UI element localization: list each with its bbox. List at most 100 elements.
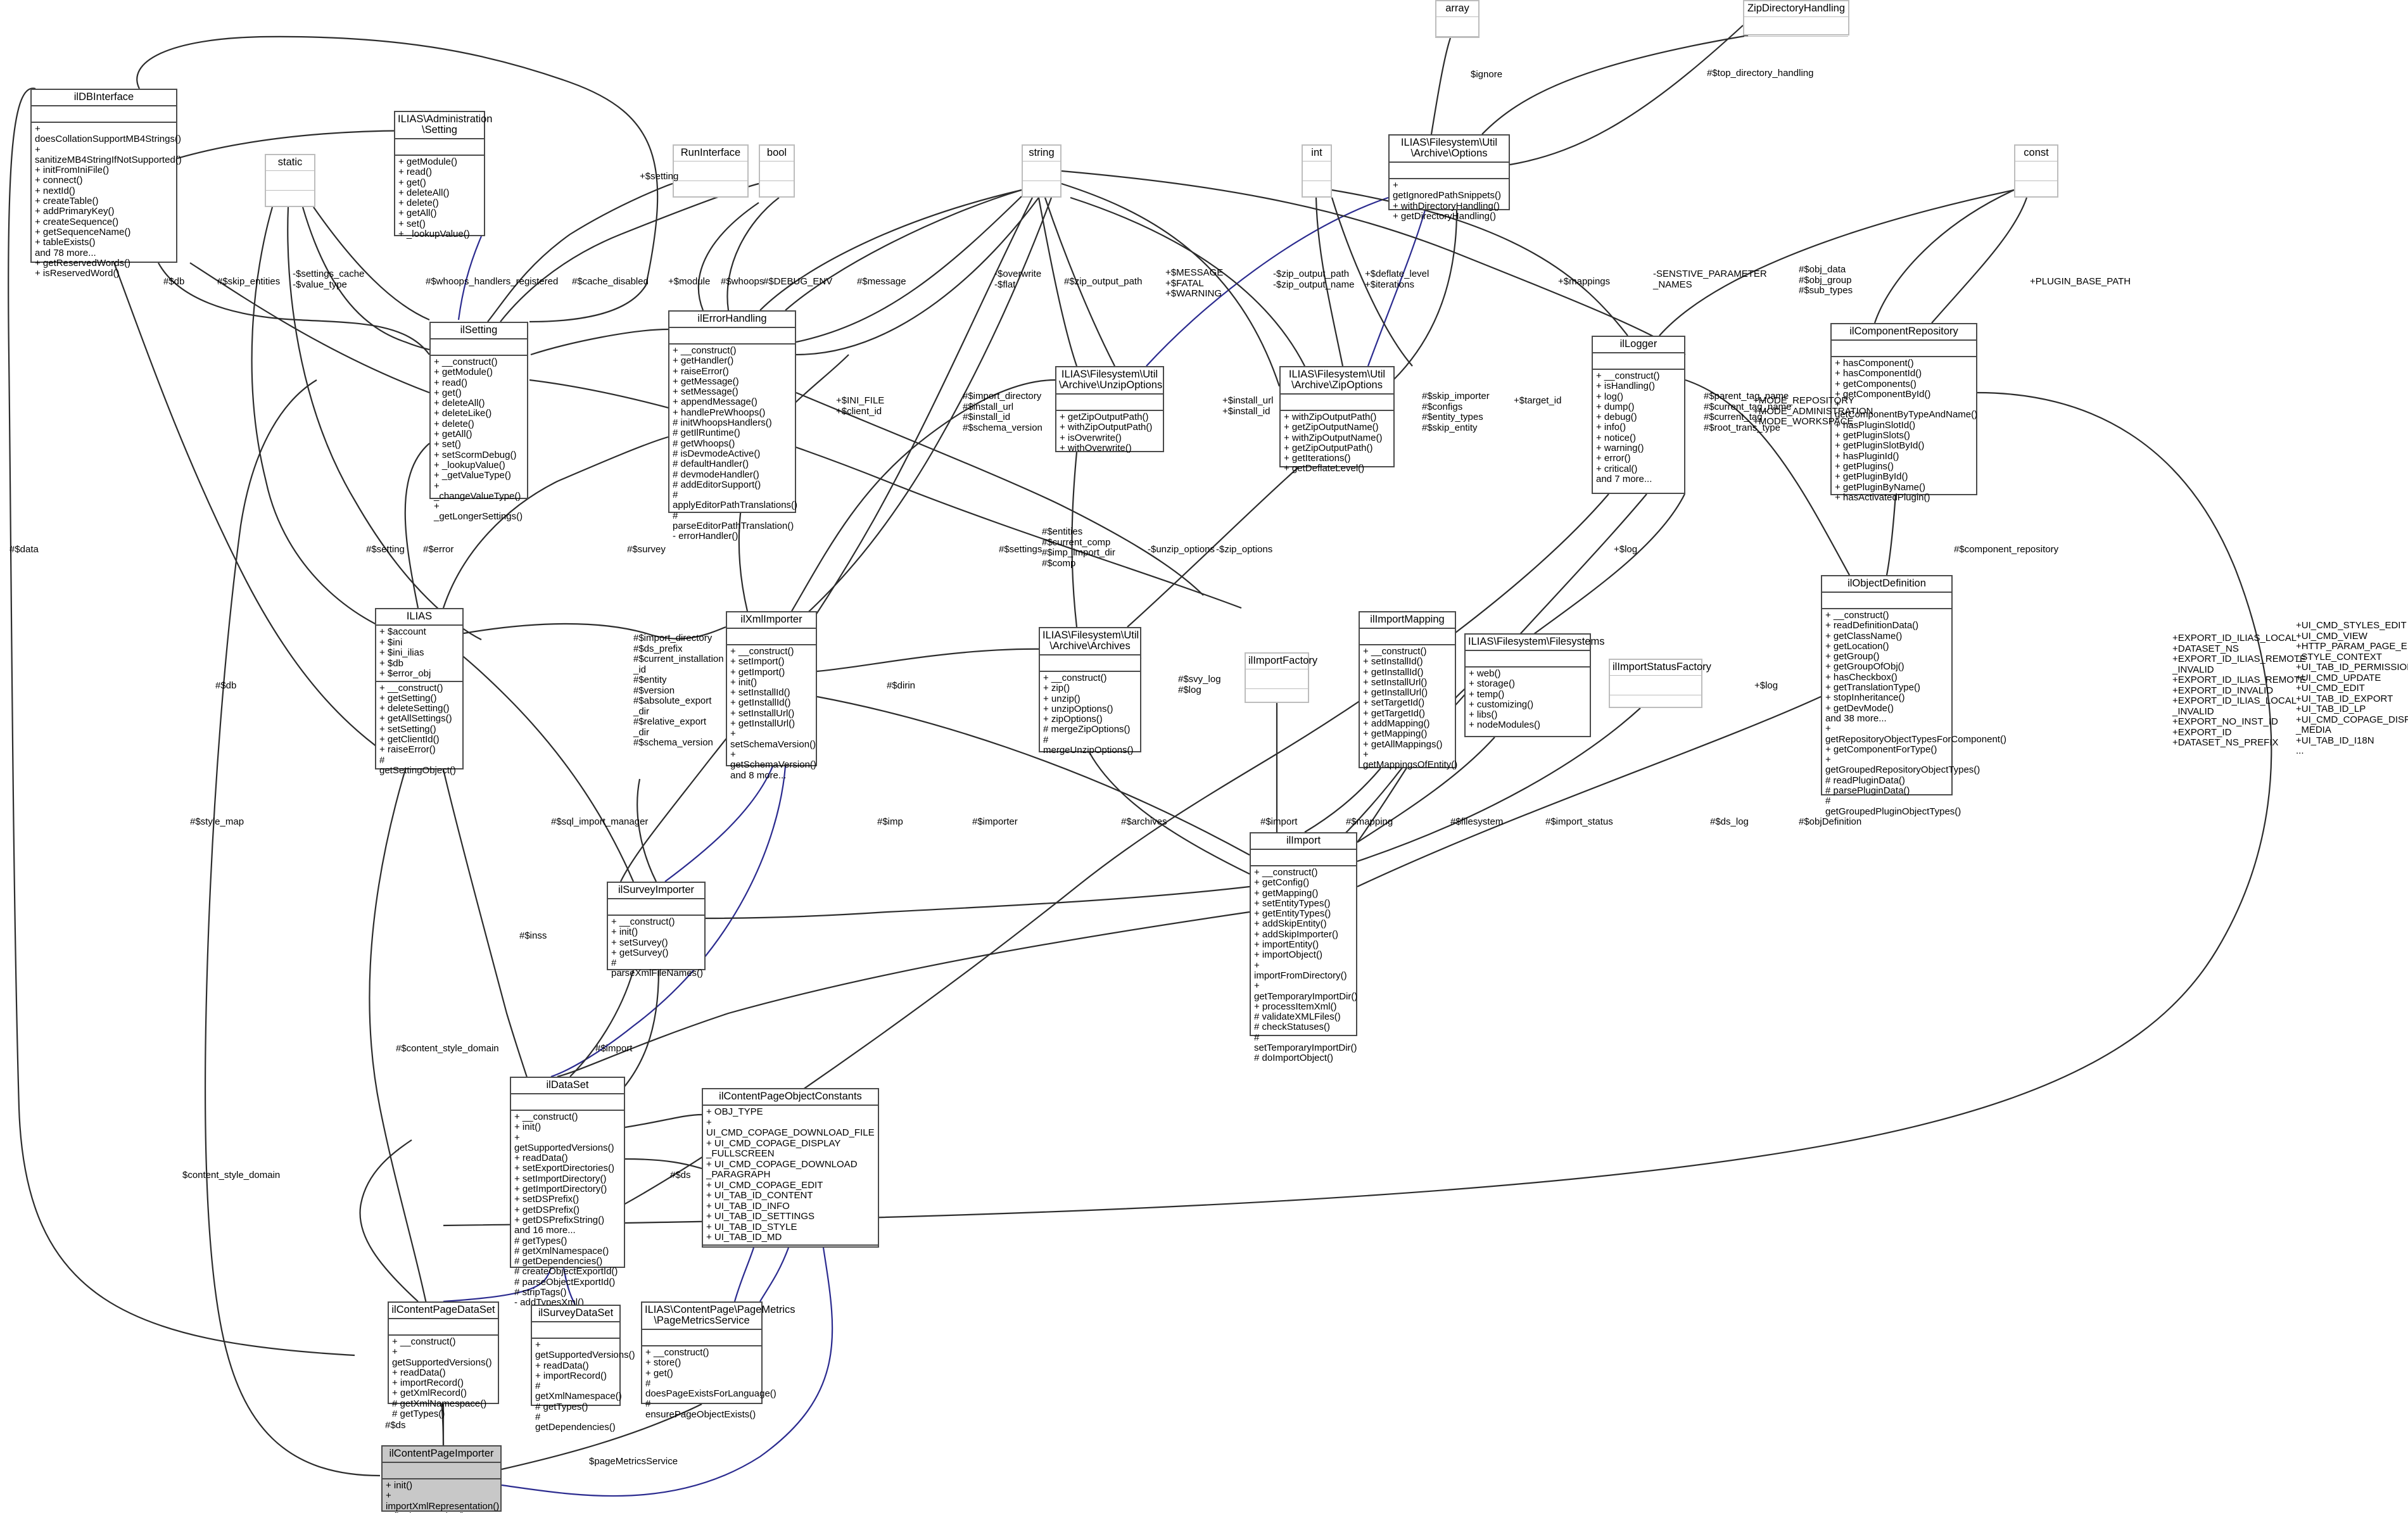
class-node-ILIASAdministrationSetting[interactable]: ILIAS\Administration \Setting + getModule… — [394, 111, 492, 239]
class-node-ilContentPageDataSet[interactable]: ilContentPageDataSet+ __construct()+ get… — [388, 1301, 499, 1419]
class-node-title: ilSetting — [431, 323, 527, 339]
class-operation: + nodeModules() — [1469, 719, 1540, 731]
class-node-ilSurveyDataSet[interactable]: ilSurveyDataSet+ getSupportedVersions()+… — [531, 1305, 635, 1433]
class-attribute: + UI_TAB_ID_SETTINGS — [706, 1211, 815, 1222]
class-operation: + setExportDirectories() — [514, 1163, 614, 1174]
class-operation: + init() — [514, 1122, 542, 1133]
class-operation: # getGroupedPluginObjectTypes() — [1825, 795, 1961, 817]
class-operation: + getZipOutputPath() — [1284, 442, 1373, 453]
class-operation: # parseEditorPathTranslation() — [673, 510, 794, 532]
class-operation: # parseObjectExportId() — [514, 1276, 616, 1288]
class-node-operations: + getModule()+ read()+ get()+ deleteAll(… — [395, 156, 484, 241]
class-operation: + addPrimaryKey() — [35, 206, 115, 217]
class-node-ZipDirectoryHandling[interactable]: ZipDirectoryHandling — [1743, 0, 1849, 37]
class-node-ilContentPageObjectConstants[interactable]: ilContentPageObjectConstants+ OBJ_TYPE+ … — [702, 1088, 879, 1248]
class-operation: + isHandling() — [1596, 381, 1655, 392]
class-operation: # createObjectExportId() — [514, 1266, 618, 1277]
class-node-operations — [674, 181, 747, 193]
class-operation: + hasActivatedPlugin() — [1835, 491, 1930, 503]
edge — [1430, 37, 1452, 135]
class-node-PageMetricsService[interactable]: ILIAS\ContentPage\PageMetrics \PageMetri… — [641, 1301, 795, 1419]
class-operation: # getDependencies() — [535, 1412, 616, 1433]
class-operation: # getXmlNamespace() — [535, 1381, 622, 1402]
class-node-ILIAS[interactable]: ILIAS+ $account+ $ini+ $ini_ilias+ $db+ … — [375, 608, 464, 775]
class-node-ilErrorHandling[interactable]: ilErrorHandling+ __construct()+ getHandl… — [668, 310, 797, 541]
edge — [1931, 197, 2028, 324]
class-node-const[interactable]: const — [2014, 144, 2058, 198]
edge-label: -$zip_options — [1216, 544, 1273, 555]
class-node-ArchiveOptions[interactable]: ILIAS\Filesystem\Util \Archive\Options+ … — [1388, 134, 1510, 222]
class-operation: + get() — [434, 387, 462, 398]
class-node-Filesystems[interactable]: ILIAS\Filesystem\Filesystems+ web()+ sto… — [1464, 633, 1604, 737]
class-operation: + init() — [730, 676, 757, 688]
class-node-title: ILIAS\Filesystem\Filesystems — [1466, 635, 1604, 651]
class-operation: + _lookupValue() — [398, 229, 470, 240]
class-node-ilDBInterface[interactable]: ilDBInterface+ doesCollationSupportMB4St… — [30, 89, 182, 279]
class-node-static[interactable]: static — [265, 154, 315, 207]
class-operation: + getAll() — [398, 208, 437, 219]
class-operation: # checkStatuses() — [1254, 1022, 1331, 1033]
class-node-title: ILIAS\Administration \Setting — [395, 112, 492, 139]
class-node-ilImportFactory[interactable]: ilImportFactory — [1245, 652, 1317, 703]
class-operation: + libs() — [1469, 709, 1498, 721]
class-node-ilComponentRepository[interactable]: ilComponentRepository+ hasComponent()+ h… — [1830, 323, 1977, 503]
class-attribute: + $db — [379, 657, 403, 669]
class-operation: + appendMessage() — [673, 396, 757, 408]
class-node-ilDataSet[interactable]: ilDataSet+ __construct()+ init()+ getSup… — [510, 1077, 625, 1308]
edge — [759, 189, 1022, 311]
class-node-ilSetting[interactable]: ilSetting+ __construct()+ getModule()+ r… — [429, 322, 528, 522]
class-operation: + getAllMappings() — [1363, 738, 1443, 750]
class-node-operations — [1246, 689, 1308, 701]
class-operation: # mergeUnzipOptions() — [1043, 734, 1134, 756]
class-operation: + _getLongerSettings() — [434, 501, 523, 522]
class-operation: + getGroupedRepositoryObjectTypes() — [1825, 754, 1980, 776]
class-node-operations: + __construct()+ getConfig()+ getMapping… — [1251, 866, 1357, 1066]
class-node-attributes — [1832, 341, 1976, 357]
class-node-ilImportMapping[interactable]: ilImportMapping+ __construct()+ setInsta… — [1359, 611, 1457, 770]
class-node-ilContentPageImporter[interactable]: ilContentPageImporter+ init()+ importXml… — [381, 1445, 502, 1513]
edge-label: #$import_directory #$ds_prefix #$current… — [633, 633, 724, 748]
edge-label: +MODE_REPOSITORY +MODE_ADMINISTRATION +M… — [1753, 395, 1873, 427]
class-node-attributes — [1040, 655, 1140, 672]
class-operation: + importXmlRepresentation() — [386, 1490, 500, 1512]
class-node-bool[interactable]: bool — [759, 144, 795, 198]
edge-label: +$deflate_level +$iterations — [1365, 269, 1429, 290]
class-node-ArchiveArchives[interactable]: ILIAS\Filesystem\Util \Archive\Archives+… — [1039, 627, 1141, 756]
class-operation: + getInstallId() — [730, 697, 791, 709]
class-operation: + setInstallId() — [730, 687, 790, 699]
edge-label: #$ds_log — [1710, 816, 1749, 827]
class-operation: + importObject() — [1254, 949, 1322, 961]
class-node-attributes — [395, 139, 484, 156]
class-node-attributes — [727, 629, 816, 645]
class-node-operations: + __construct()+ getHandler()+ raiseErro… — [669, 345, 797, 544]
class-node-ilLogger[interactable]: ilLogger+ __construct()+ isHandling()+ l… — [1592, 336, 1685, 494]
class-node-ilXmlImporter[interactable]: ilXmlImporter+ __construct()+ setImport(… — [726, 611, 817, 780]
edge-label: #$component_repository — [1954, 544, 2059, 555]
class-operation: and 7 more... — [1596, 473, 1652, 484]
class-operation: # getTypes() — [535, 1401, 588, 1412]
class-node-UnzipOptions[interactable]: ILIAS\Filesystem\Util \Archive\UnzipOpti… — [1055, 366, 1164, 453]
class-node-ilImportStatusFactory[interactable]: ilImportStatusFactory — [1609, 659, 1711, 708]
class-operation: + getConfig() — [1254, 877, 1310, 889]
class-attribute: + UI_TAB_ID_CONTENT — [706, 1190, 813, 1201]
class-operation: + __construct() — [392, 1336, 456, 1347]
class-operation: + setImport() — [730, 656, 785, 668]
class-node-RunInterface[interactable]: RunInterface — [673, 144, 749, 198]
class-node-title: ilImportStatusFactory — [1610, 660, 1711, 676]
class-node-title: RunInterface — [674, 146, 747, 161]
class-operation: + getSupportedVersions() — [535, 1339, 635, 1361]
class-node-int[interactable]: int — [1302, 144, 1332, 198]
class-node-ilSurveyImporter[interactable]: ilSurveyImporter+ __construct()+ init()+… — [607, 882, 706, 978]
class-operation: + getSupportedVersions() — [514, 1132, 614, 1153]
class-node-ilImport[interactable]: ilImport+ __construct()+ getConfig()+ ge… — [1250, 832, 1357, 1063]
class-node-ZipOptions[interactable]: ILIAS\Filesystem\Util \Archive\ZipOption… — [1279, 366, 1395, 474]
class-node-array[interactable]: array — [1435, 0, 1480, 38]
class-node-ilObjectDefinition[interactable]: ilObjectDefinition+ __construct()+ readD… — [1821, 575, 2006, 816]
class-operation: + getInstallUrl() — [1363, 687, 1428, 699]
class-node-string[interactable]: string — [1022, 144, 1061, 198]
class-node-title: ilImportMapping — [1360, 612, 1455, 629]
class-node-attributes — [642, 1330, 761, 1346]
class-operation: + get() — [398, 177, 426, 188]
edge-label: #$svy_log #$log — [1178, 674, 1221, 695]
